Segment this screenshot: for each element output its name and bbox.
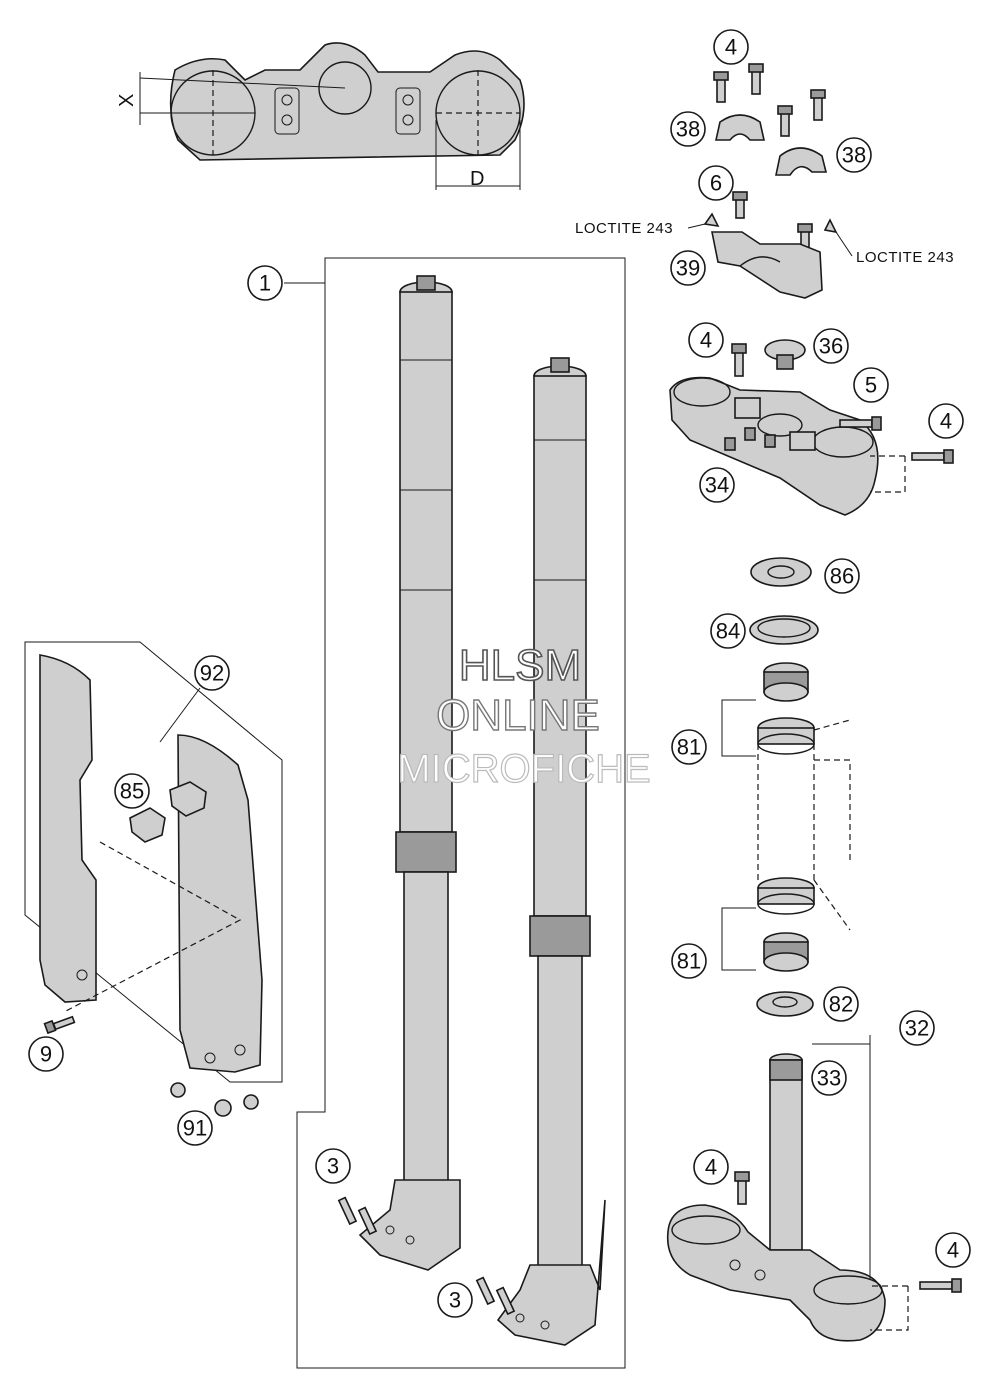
upper-bearing-81 <box>763 662 809 702</box>
callout-4-lower-clamp: 4 <box>693 1149 729 1185</box>
watermark-line2: ONLINE <box>436 691 600 740</box>
triple-clamp-top-view <box>139 42 525 190</box>
callout-4-upper-clamp: 4 <box>688 322 724 358</box>
callout-81-lower: 81 <box>671 943 707 979</box>
head-tube-outline <box>757 717 851 931</box>
svg-text:38: 38 <box>676 117 700 142</box>
svg-text:33: 33 <box>817 1066 841 1091</box>
guard-screw-9 <box>43 1015 76 1035</box>
bracket-81-lower <box>721 907 756 971</box>
fork-group-frame <box>296 257 626 1369</box>
callout-4-top: 4 <box>713 29 749 65</box>
loctite-drop-left <box>703 212 720 228</box>
lower-bearing-81 <box>763 932 809 972</box>
svg-text:81: 81 <box>677 949 701 974</box>
seal-ring-84 <box>749 615 819 645</box>
loctite-leader-left <box>687 223 706 229</box>
handlebar-clamp-base-39 <box>711 231 823 299</box>
svg-text:4: 4 <box>940 409 952 434</box>
watermark-line1: HLSM <box>459 641 581 690</box>
leader-92 <box>159 687 201 743</box>
watermark-line3: MICROFICHE <box>397 747 650 791</box>
svg-text:4: 4 <box>705 1155 717 1180</box>
dust-seal-86 <box>750 557 812 587</box>
bolt-4-lower-clamp <box>734 1171 962 1293</box>
seal-82 <box>756 991 814 1017</box>
callout-32: 32 <box>899 1010 935 1046</box>
bolt-4-upper-clamp <box>731 343 954 464</box>
bolt-guide-upper <box>870 455 906 493</box>
fork-guard-right <box>177 734 263 1073</box>
svg-text:4: 4 <box>947 1238 959 1263</box>
callout-9: 9 <box>28 1036 64 1072</box>
svg-text:39: 39 <box>676 256 700 281</box>
loctite-drop-right <box>823 218 838 234</box>
svg-text:4: 4 <box>700 328 712 353</box>
callout-86: 86 <box>824 558 860 594</box>
svg-text:34: 34 <box>705 473 729 498</box>
lower-triple-clamp-32 <box>666 1204 886 1342</box>
dimension-d-label: D <box>470 168 484 190</box>
svg-text:36: 36 <box>819 334 843 359</box>
svg-text:84: 84 <box>716 619 740 644</box>
guide-clip-85 <box>129 781 207 843</box>
svg-text:5: 5 <box>865 373 877 398</box>
handlebar-clamp-upper-right <box>775 147 828 176</box>
callout-82: 82 <box>823 986 859 1022</box>
svg-text:4: 4 <box>725 35 737 60</box>
callout-5: 5 <box>853 367 889 403</box>
callout-4-lower-right: 4 <box>935 1232 971 1268</box>
bolt-guide-lower <box>870 1285 909 1331</box>
svg-text:32: 32 <box>905 1016 929 1041</box>
guard-guide-lines <box>63 841 242 1013</box>
steering-stem-33 <box>769 1053 803 1251</box>
handlebar-clamp-bolts <box>713 63 826 137</box>
bracket-81-upper <box>721 699 756 757</box>
upper-triple-clamp <box>669 376 879 516</box>
fork-guard-left <box>39 654 97 1003</box>
callout-81-upper: 81 <box>671 729 707 765</box>
svg-text:3: 3 <box>327 1154 339 1179</box>
svg-text:38: 38 <box>842 143 866 168</box>
stem-nut-36 <box>764 339 806 370</box>
svg-text:91: 91 <box>183 1116 207 1141</box>
callout-85: 85 <box>114 773 150 809</box>
svg-text:82: 82 <box>829 992 853 1017</box>
axle-clamp-bolts-3 <box>337 1196 516 1316</box>
callout-38-left: 38 <box>670 111 706 147</box>
callout-38-right: 38 <box>836 137 872 173</box>
fork-leg-left <box>358 275 461 1271</box>
dimension-x-label: X <box>116 94 138 107</box>
guard-hardware-91 <box>170 1082 259 1117</box>
loctite-left-label: LOCTITE 243 <box>575 220 673 237</box>
fork-leg-right <box>496 357 606 1346</box>
callout-39: 39 <box>670 250 706 286</box>
handlebar-clamp-upper-left <box>715 114 765 141</box>
callout-4-right: 4 <box>928 403 964 439</box>
callout-91: 91 <box>177 1110 213 1146</box>
svg-text:86: 86 <box>830 564 854 589</box>
loctite-leader-right <box>835 231 853 257</box>
callout-33: 33 <box>811 1060 847 1096</box>
callout-3-right: 3 <box>437 1282 473 1318</box>
svg-text:1: 1 <box>259 271 271 296</box>
callout-3-left: 3 <box>315 1148 351 1184</box>
callout-6: 6 <box>698 165 734 201</box>
fork-guard-group-frame <box>24 641 283 1083</box>
loctite-right-label: LOCTITE 243 <box>856 249 954 266</box>
lower-bearing-cup-81 <box>757 877 815 915</box>
callout-1: 1 <box>247 265 283 301</box>
svg-text:81: 81 <box>677 735 701 760</box>
callout-34: 34 <box>699 467 735 503</box>
callout-84: 84 <box>710 613 746 649</box>
callout-92: 92 <box>194 655 230 691</box>
svg-text:92: 92 <box>200 661 224 686</box>
svg-text:3: 3 <box>449 1288 461 1313</box>
svg-text:6: 6 <box>710 171 722 196</box>
callout-36: 36 <box>813 328 849 364</box>
svg-text:9: 9 <box>40 1042 52 1067</box>
svg-text:85: 85 <box>120 779 144 804</box>
